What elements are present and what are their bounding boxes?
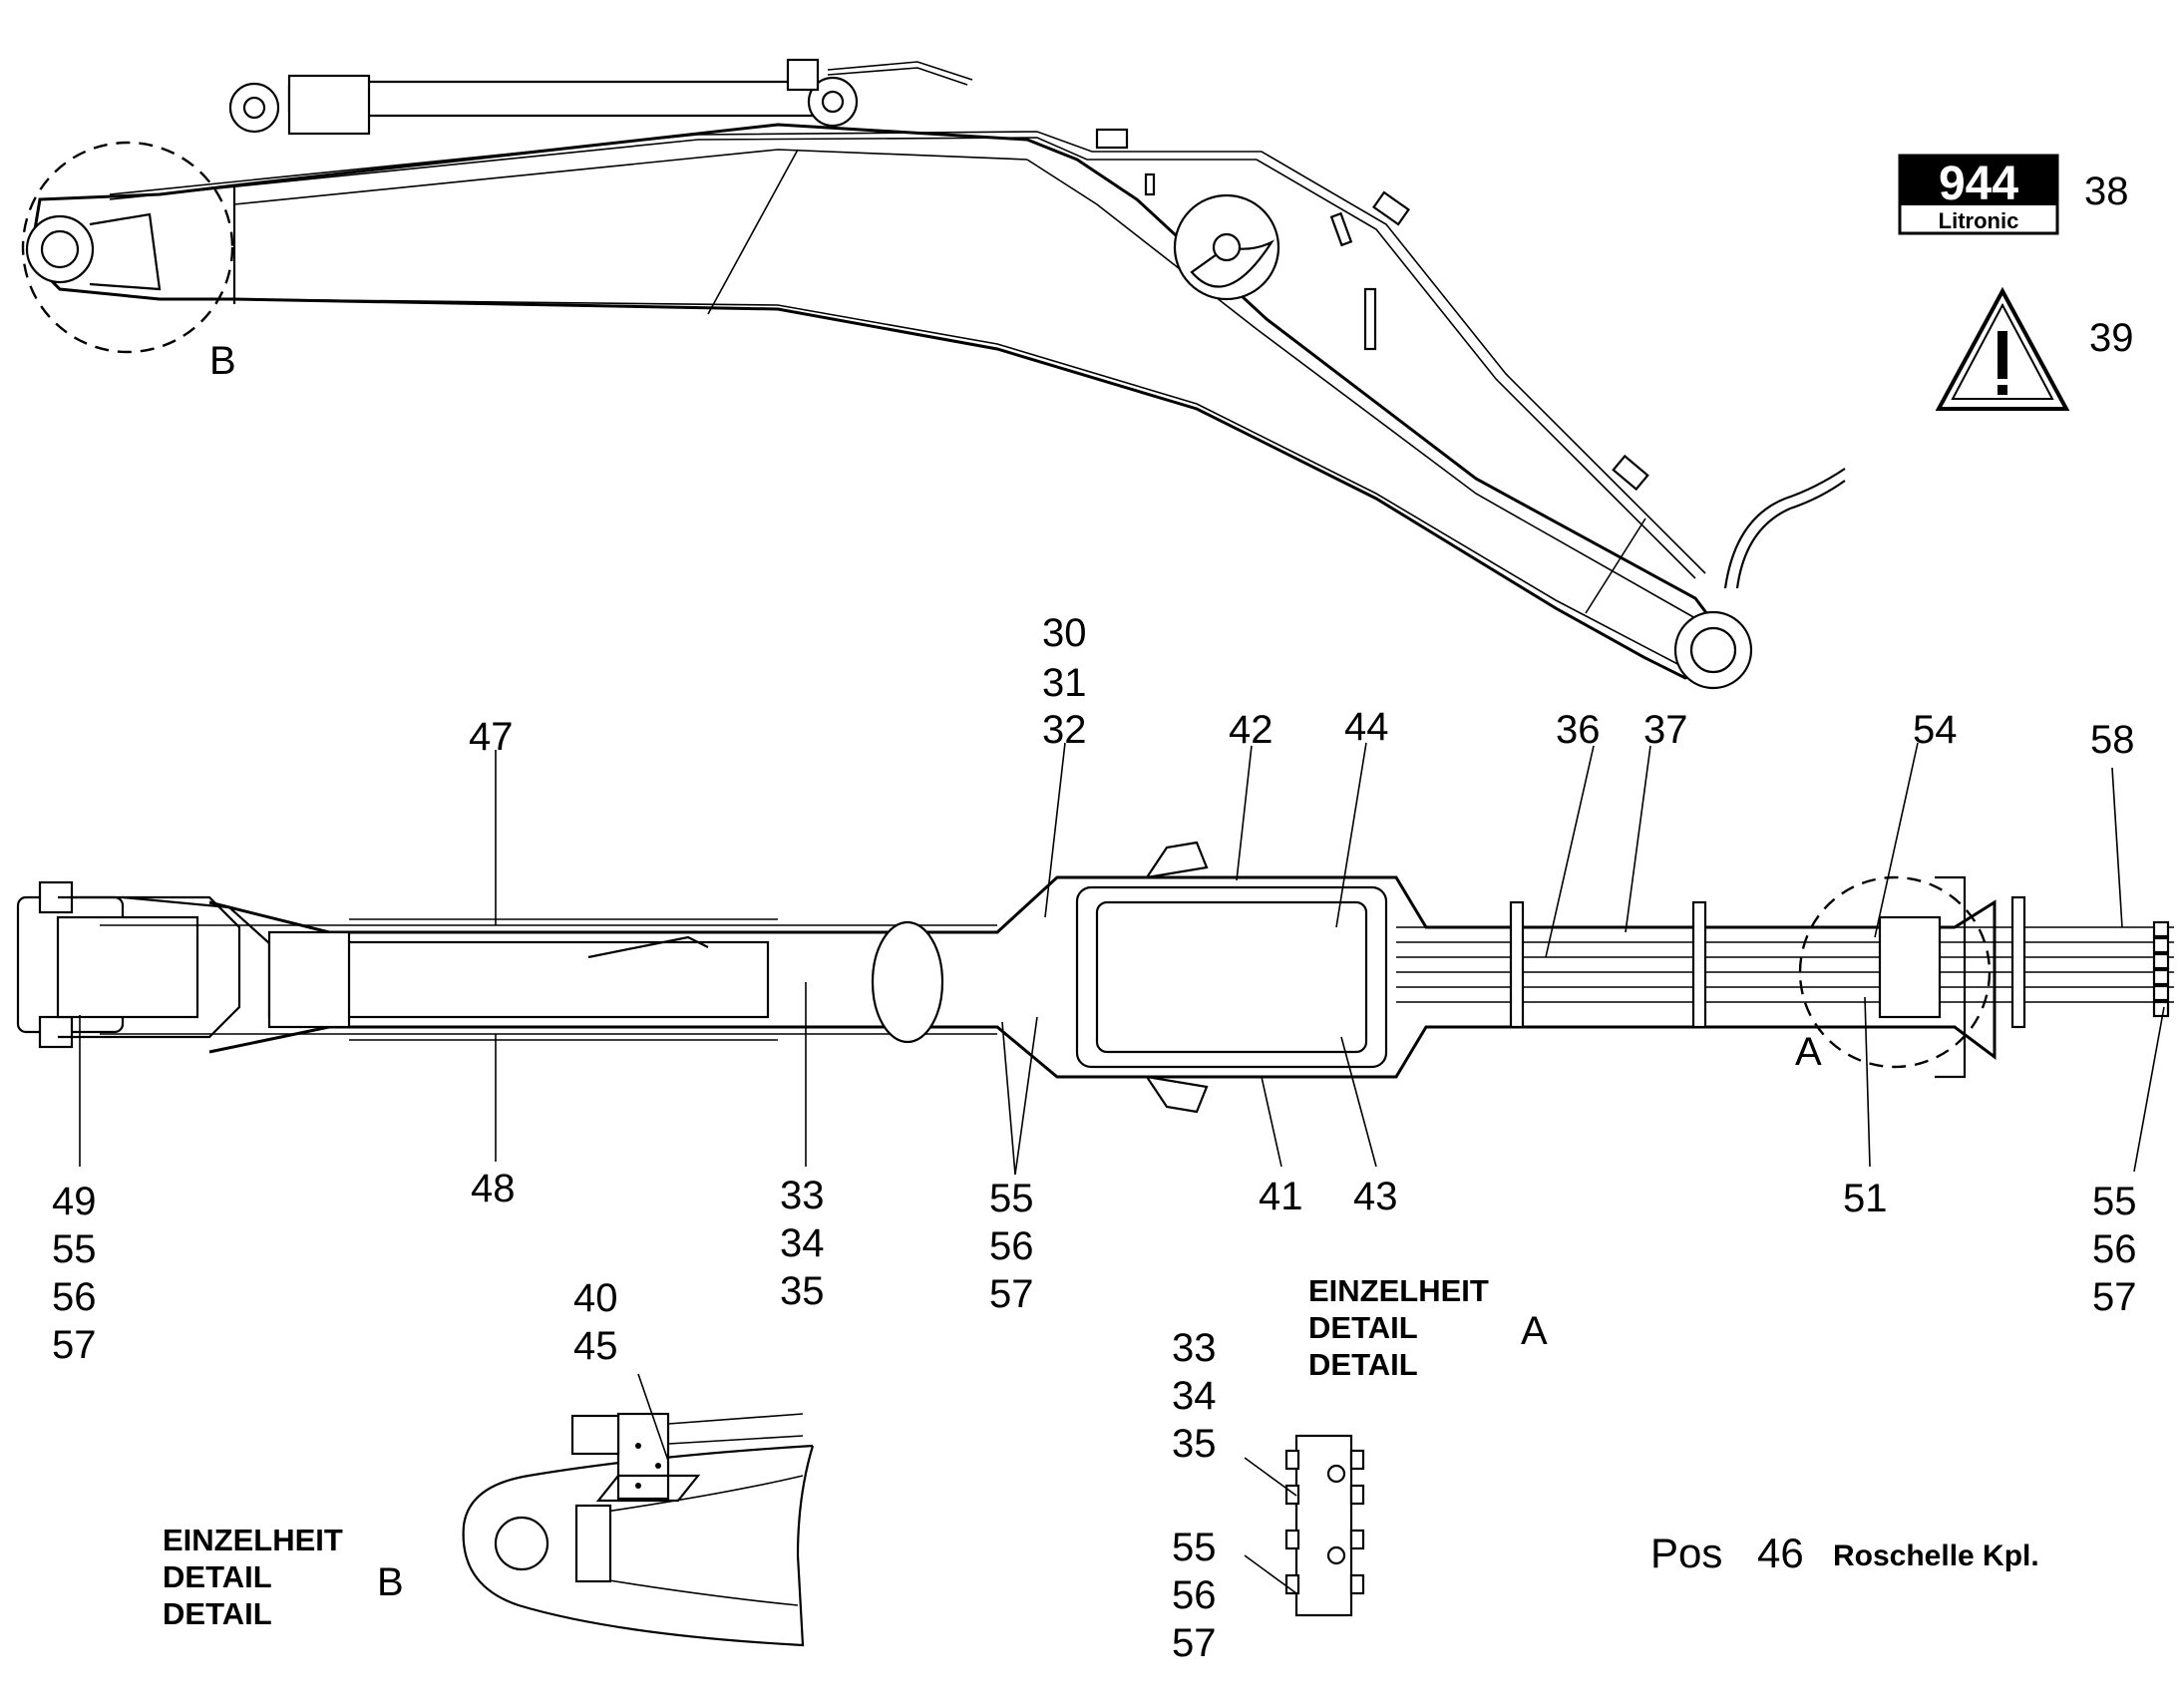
detail-a-callout-35: 35	[1172, 1422, 1217, 1466]
callout-58: 58	[2090, 718, 2135, 762]
callout-56: 56	[989, 1224, 1034, 1268]
boom-plan-view	[16, 841, 2174, 1114]
callout-37: 37	[1643, 708, 1688, 752]
brand-name: Litronic	[1939, 208, 2019, 233]
callout-41: 41	[1259, 1175, 1303, 1218]
callout-49: 49	[52, 1180, 97, 1223]
detail-a-callout-55: 55	[1172, 1526, 1217, 1569]
callout-36: 36	[1556, 708, 1601, 752]
detail-b-title-2: DETAIL	[163, 1559, 272, 1594]
model-badge: 944 Litronic	[1898, 154, 2059, 235]
model-number: 944	[1939, 158, 2018, 210]
detail-a-callout-33: 33	[1172, 1326, 1217, 1370]
detail-a-callout-57: 57	[1172, 1621, 1217, 1665]
detail-a-callout-56: 56	[1172, 1573, 1217, 1617]
callout-38: 38	[2084, 170, 2129, 213]
callout-55: 55	[989, 1177, 1034, 1220]
detail-b-title-1: EINZELHEIT	[163, 1523, 343, 1557]
detail-a-marker-label: A	[1521, 1309, 1548, 1353]
position-description: Roschelle Kpl.	[1833, 1539, 2039, 1572]
callout-30: 30	[1042, 611, 1087, 655]
callout-42: 42	[1229, 708, 1273, 752]
leader-lines	[79, 742, 2165, 1176]
detail-a-fitting-block	[1244, 1434, 1365, 1617]
detail-b-marker: B	[209, 339, 236, 383]
callout-55: 55	[2092, 1180, 2137, 1223]
boom-side-view	[21, 58, 1846, 690]
warning-triangle-icon	[1935, 286, 2070, 411]
callout-34: 34	[780, 1221, 825, 1265]
detail-a-title-2: DETAIL	[1308, 1310, 1418, 1345]
callout-56: 56	[2092, 1227, 2137, 1271]
callout-57: 57	[2092, 1275, 2137, 1319]
detail-b-callout-40: 40	[573, 1276, 618, 1320]
callout-54: 54	[1913, 708, 1958, 752]
detail-b-callout-45: 45	[573, 1324, 618, 1368]
detail-a-title-1: EINZELHEIT	[1308, 1273, 1489, 1308]
callout-55: 55	[52, 1227, 97, 1271]
detail-a-marker: A	[1795, 1030, 1822, 1074]
callout-44: 44	[1344, 705, 1389, 749]
callout-57: 57	[52, 1323, 97, 1367]
callout-39: 39	[2089, 316, 2134, 360]
detail-a-callout-34: 34	[1172, 1374, 1217, 1418]
callout-57: 57	[989, 1272, 1034, 1316]
callout-32: 32	[1042, 708, 1087, 752]
detail-b-boom-tip	[462, 1373, 815, 1647]
callout-35: 35	[780, 1269, 825, 1313]
callout-48: 48	[471, 1167, 516, 1210]
detail-a-title-3: DETAIL	[1308, 1347, 1418, 1382]
callout-56: 56	[52, 1275, 97, 1319]
callout-43: 43	[1353, 1175, 1398, 1218]
detail-b-marker-label: B	[377, 1560, 404, 1604]
position-prefix: Pos	[1650, 1530, 1722, 1576]
callout-51: 51	[1843, 1177, 1888, 1220]
callout-33: 33	[780, 1174, 825, 1217]
callout-47: 47	[469, 715, 514, 759]
position-number: 46	[1757, 1530, 1804, 1576]
detail-b-title-3: DETAIL	[163, 1596, 272, 1631]
callout-31: 31	[1042, 661, 1087, 705]
